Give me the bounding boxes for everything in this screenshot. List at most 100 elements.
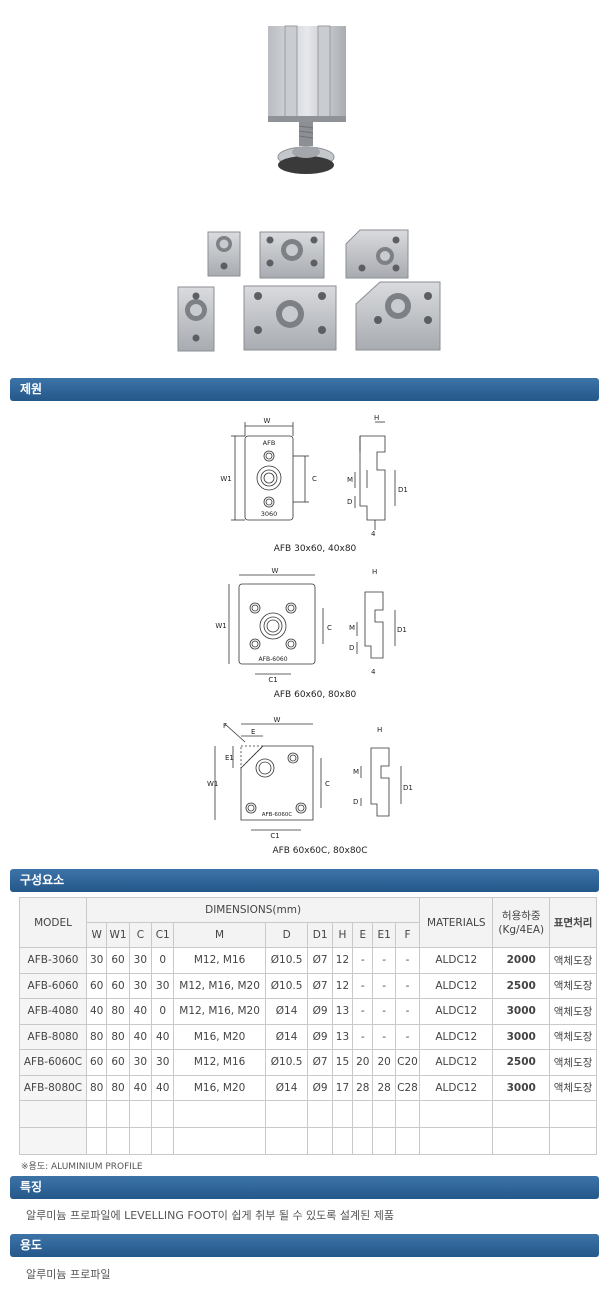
dim-label-w-2: W xyxy=(272,567,279,575)
drawing-afb-3060: W W1 C AFB 3060 H M D D1 4 xyxy=(220,414,408,538)
subheader-w1: W1 xyxy=(106,922,130,948)
dim-label-e1-3: E1 xyxy=(225,754,234,762)
empty-cell xyxy=(264,1100,309,1128)
empty-cell xyxy=(173,1100,266,1128)
dim-label-c1-3: C1 xyxy=(270,832,279,840)
header-load: 허용하중 (Kg/4EA) xyxy=(492,897,551,948)
drawing-caption-2: AFB 60x60, 80x80 xyxy=(273,690,357,700)
cell-load: 3000 xyxy=(492,1023,551,1050)
table-cell: M16, M20 xyxy=(173,1074,266,1101)
table-note: ※용도: ALUMINIUM PROFILE xyxy=(21,1162,143,1172)
empty-cell xyxy=(331,1100,354,1128)
part-label-afb-6060: AFB-6060 xyxy=(258,656,287,663)
empty-cell xyxy=(307,1100,333,1128)
table-cell: ALDC12 xyxy=(419,1023,494,1050)
dim-label-d1-2: D1 xyxy=(397,626,407,634)
empty-cell xyxy=(394,1100,421,1128)
dim-label-d: D xyxy=(347,498,352,506)
usage-section-header: 용도 xyxy=(10,1234,599,1257)
subheader-e: E xyxy=(352,922,374,948)
cell-model: AFB-6060C xyxy=(18,1049,88,1076)
dim-label-m-2: M xyxy=(349,624,355,632)
plate-afb-3060 xyxy=(207,231,241,277)
table-cell: 30 xyxy=(86,947,108,974)
dim-label-c-3: C xyxy=(325,780,330,788)
drawing-caption-3: AFB 60x60C, 80x80C xyxy=(272,846,368,856)
empty-row xyxy=(18,1100,597,1128)
empty-cell xyxy=(18,1127,88,1155)
part-label-afb-6060c: AFB-6060C xyxy=(262,812,293,818)
table-cell: 0 xyxy=(151,998,175,1025)
table-cell: 60 xyxy=(86,972,108,999)
table-cell: Ø7 xyxy=(307,972,333,999)
plate-afb-6060-small xyxy=(259,231,325,279)
empty-cell xyxy=(86,1100,108,1128)
empty-cell xyxy=(549,1127,597,1155)
table-cell: Ø10.5 xyxy=(264,1049,309,1076)
table-cell: 80 xyxy=(86,1074,108,1101)
empty-cell xyxy=(492,1127,551,1155)
table-cell: - xyxy=(352,947,374,974)
empty-cell xyxy=(394,1127,421,1155)
table-cell: 60 xyxy=(106,947,130,974)
dim-label-w1: W1 xyxy=(220,475,231,483)
subheader-d: D xyxy=(264,922,309,948)
table-cell: Ø10.5 xyxy=(264,947,309,974)
subheader-e1: E1 xyxy=(372,922,396,948)
empty-cell xyxy=(419,1127,494,1155)
plate-afb-8080 xyxy=(243,285,337,351)
table-cell: 13 xyxy=(331,998,354,1025)
product-photo xyxy=(177,25,441,352)
empty-cell xyxy=(352,1127,374,1155)
cell-model: AFB-8080C xyxy=(18,1074,88,1101)
table-cell: - xyxy=(372,998,396,1025)
table-cell: - xyxy=(394,947,421,974)
table-cell: 80 xyxy=(106,998,130,1025)
drawing-afb-6060: W W1 C C1 AFB-6060 H M D D1 4 xyxy=(215,567,407,684)
table-cell: Ø9 xyxy=(307,1074,333,1101)
spec-section-header: 제원 xyxy=(10,378,599,401)
table-cell: 40 xyxy=(151,1023,175,1050)
plate-afb-6060c-small xyxy=(345,229,409,279)
dim-label-d1: D1 xyxy=(398,486,408,494)
table-cell: Ø14 xyxy=(264,1023,309,1050)
table-cell: 40 xyxy=(151,1074,175,1101)
table-cell: M12, M16, M20 xyxy=(173,998,266,1025)
table-cell: Ø9 xyxy=(307,998,333,1025)
features-text: 알루미늄 프로파일에 LEVELLING FOOT이 쉽게 취부 될 수 있도록… xyxy=(26,1209,395,1222)
table-cell: 80 xyxy=(86,1023,108,1050)
subheader-c: C xyxy=(128,922,153,948)
header-surface: 표면처리 xyxy=(549,897,597,948)
dim-label-w: W xyxy=(264,417,271,425)
dim-label-c: C xyxy=(312,475,317,483)
empty-cell xyxy=(352,1100,374,1128)
dim-label-w1-2: W1 xyxy=(215,622,226,630)
dim-label-d-2: D xyxy=(349,644,354,652)
subheader-d1: D1 xyxy=(307,922,333,948)
components-section-header: 구성요소 xyxy=(10,869,599,892)
table-cell: 13 xyxy=(331,1023,354,1050)
table-cell: 28 xyxy=(372,1074,396,1101)
table-cell: 30 xyxy=(128,972,153,999)
table-cell: 액체도장 xyxy=(549,972,597,999)
dim-label-f-3: F xyxy=(223,722,227,730)
part-label-3060: 3060 xyxy=(261,510,278,518)
table-cell: C28 xyxy=(394,1074,421,1101)
table-cell: Ø14 xyxy=(264,1074,309,1101)
cell-model: AFB-3060 xyxy=(18,947,88,974)
table-cell: - xyxy=(394,972,421,999)
table-cell: 12 xyxy=(331,972,354,999)
table-cell: - xyxy=(372,972,396,999)
table-cell: Ø7 xyxy=(307,1049,333,1076)
header-materials: MATERIALS xyxy=(419,897,494,948)
table-cell: 40 xyxy=(128,998,153,1025)
table-cell: 0 xyxy=(151,947,175,974)
table-cell: 액체도장 xyxy=(549,1049,597,1076)
table-cell: Ø9 xyxy=(307,1023,333,1050)
cell-model: AFB-8080 xyxy=(18,1023,88,1050)
subheader-h: H xyxy=(331,922,354,948)
part-label-afb: AFB xyxy=(263,439,276,447)
